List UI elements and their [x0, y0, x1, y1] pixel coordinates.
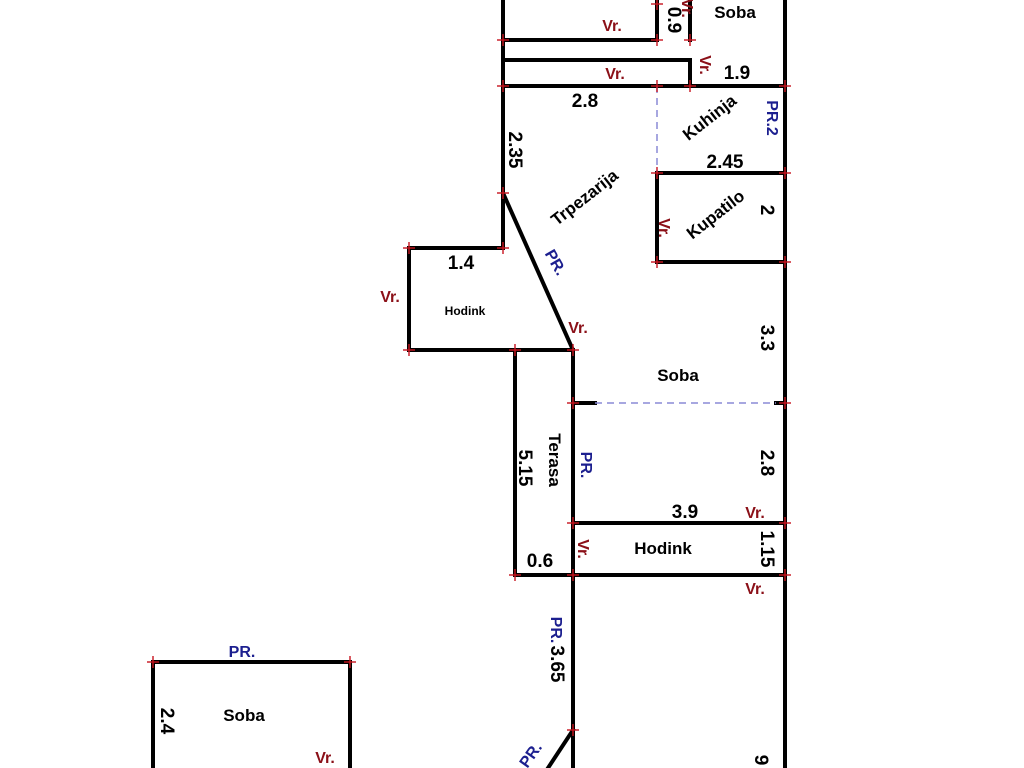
walls	[151, 0, 787, 768]
dimension-label: 2.4	[156, 708, 177, 735]
vertex-marker	[497, 80, 509, 92]
room-label-soba-bottom-left: Soba	[223, 706, 265, 725]
dimension-label: 5.15	[514, 450, 535, 487]
vertex-marker	[497, 34, 509, 46]
vertex-marker	[509, 344, 521, 356]
dimension-labels: 0.9 1.9 2.8 2.35 2.45 2 1.4 3.3 2.8 5.15…	[156, 7, 777, 766]
vertex-marker	[344, 656, 356, 668]
door-label: Vr.	[568, 320, 588, 337]
dimension-label: 3.65	[546, 646, 567, 683]
dimension-label: 3.9	[672, 502, 698, 523]
vertex-marker	[567, 569, 579, 581]
vertex-marker	[779, 167, 791, 179]
door-label: Vr.	[745, 505, 765, 522]
window-label: PR.	[577, 452, 594, 479]
vertex-marker	[651, 34, 663, 46]
vertex-marker	[403, 344, 415, 356]
vertex-marker	[509, 569, 521, 581]
wall-segment	[151, 660, 352, 768]
room-label-soba-main: Soba	[657, 366, 699, 385]
door-label: Vr.	[745, 581, 765, 598]
door-label: Vr.	[380, 289, 400, 306]
vertex-marker	[497, 242, 509, 254]
wall-segment	[501, 58, 692, 88]
door-label: Vr.	[605, 66, 625, 83]
door-label: Vr.	[574, 539, 591, 559]
room-labels: Soba Kuhinja Trpezarija Kupatilo Hodink …	[223, 3, 756, 725]
dimension-label: 2.8	[756, 450, 777, 476]
room-label-kupatilo: Kupatilo	[683, 186, 748, 243]
dimension-label: 2.8	[572, 91, 598, 112]
vertex-marker	[779, 569, 791, 581]
vertex-marker	[497, 187, 509, 199]
vertex-marker	[684, 34, 696, 46]
vertex-marker	[567, 344, 579, 356]
window-label: PR.	[229, 644, 256, 661]
vertex-marker	[779, 397, 791, 409]
vertex-marker	[651, 80, 663, 92]
vertex-marker	[651, 0, 663, 10]
vertex-marker	[651, 256, 663, 268]
dimension-label: 2.35	[504, 132, 525, 169]
dimension-label: 0.6	[527, 551, 553, 572]
vertex-marker	[779, 80, 791, 92]
vertex-marker	[779, 517, 791, 529]
wall-segment	[501, 0, 575, 768]
dimension-label: 9	[750, 755, 771, 766]
vertex-markers	[147, 0, 791, 736]
dimension-label: 1.15	[756, 531, 777, 568]
window-label: PR.	[517, 740, 546, 768]
vertex-marker	[779, 256, 791, 268]
door-label: Vr.	[678, 0, 695, 18]
room-label-hodnik-right: Hodink	[634, 539, 692, 558]
dimension-label: 2.45	[707, 152, 744, 173]
door-label: Vr.	[655, 218, 672, 238]
vertex-marker	[147, 656, 159, 668]
dimension-label: 1.9	[724, 63, 750, 84]
door-labels: Vr. Vr. Vr. Vr. Vr. Vr. Vr. Vr. Vr. Vr. …	[315, 0, 765, 767]
vertex-marker	[567, 724, 579, 736]
window-label: PR.	[547, 617, 564, 644]
room-label-trpezarija: Trpezarija	[547, 165, 622, 229]
room-label-terasa: Terasa	[545, 433, 564, 487]
window-label: PR.	[541, 247, 569, 279]
dimension-label: 2	[756, 205, 777, 216]
vertex-marker	[567, 397, 579, 409]
room-label-kuhinja: Kuhinja	[679, 91, 740, 145]
door-label: Vr.	[602, 18, 622, 35]
vertex-marker	[567, 517, 579, 529]
dimension-label: 1.4	[448, 253, 475, 274]
vertex-marker	[403, 242, 415, 254]
vertex-marker	[684, 80, 696, 92]
door-label: Vr.	[696, 55, 713, 75]
wall-segment	[545, 727, 576, 768]
window-label: PR.2	[763, 100, 780, 136]
room-label-hodnik-left: Hodink	[445, 304, 486, 318]
wall-segment	[655, 171, 787, 264]
dimension-label: 0.9	[663, 7, 684, 33]
door-label: Vr.	[315, 750, 335, 767]
dashed-dividers	[595, 86, 776, 404]
vertex-marker	[651, 167, 663, 179]
dimension-label: 3.3	[756, 325, 777, 351]
room-label-soba-top: Soba	[714, 3, 756, 22]
